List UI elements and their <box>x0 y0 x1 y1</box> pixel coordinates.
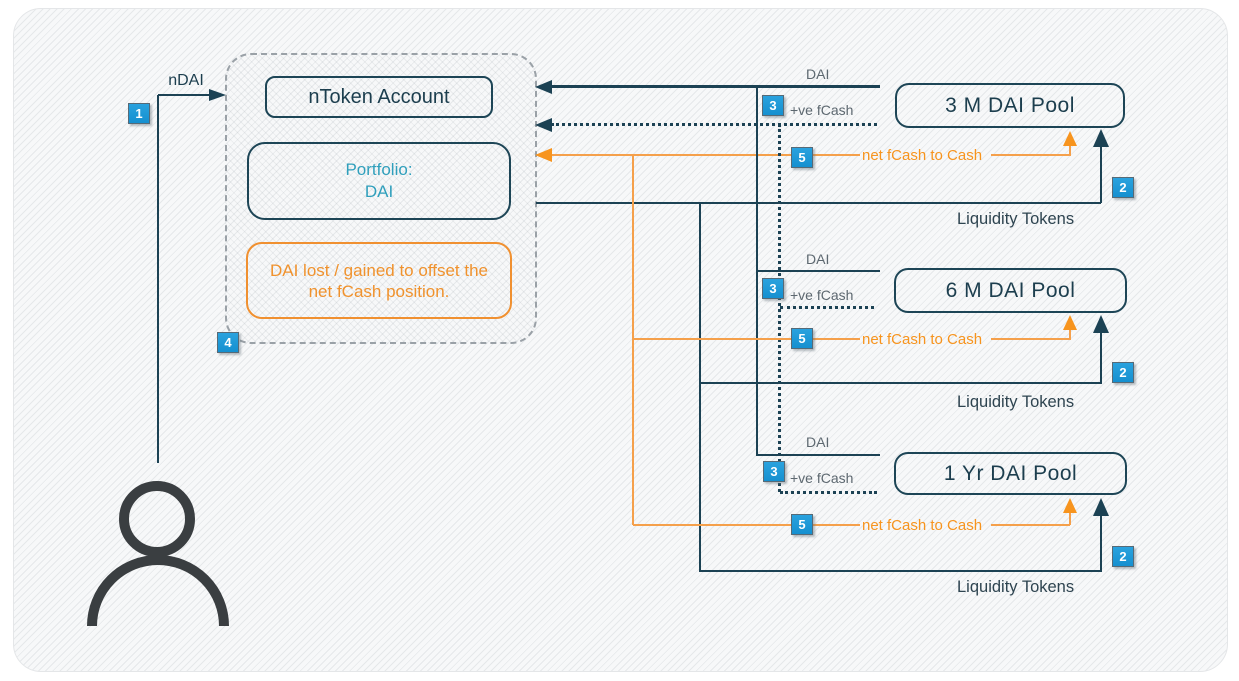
liquidity-riser-6m <box>1100 331 1102 383</box>
step-badge-2-1yr: 2 <box>1112 546 1134 567</box>
dai-flow-line-main <box>551 85 880 88</box>
portfolio-box: Portfolio: DAI <box>247 142 511 220</box>
liquidity-label-6m: Liquidity Tokens <box>957 393 1075 411</box>
pool-box-1yr: 1 Yr DAI Pool <box>894 452 1127 495</box>
pool-box-6m: 6 M DAI Pool <box>894 268 1127 313</box>
fcash-trunk <box>778 124 781 492</box>
liquidity-riser-1yr <box>1100 514 1102 571</box>
arrow-liquidity-to-pool-3m-icon <box>1093 129 1109 147</box>
step-badge-5-3m: 5 <box>791 147 813 168</box>
net-fcash-label-3m: net fCash to Cash <box>862 147 983 164</box>
fcash-label-6m: +ve fCash <box>790 287 854 303</box>
liquidity-line-1yr <box>700 570 1102 572</box>
portfolio-title: Portfolio: <box>345 160 413 179</box>
actor-flow-line-horizontal <box>158 94 210 96</box>
step-badge-2-6m: 2 <box>1112 362 1134 383</box>
net-fcash-line-1yr-right <box>991 524 1070 526</box>
portfolio-asset: DAI <box>364 182 394 201</box>
step-badge-5-6m: 5 <box>791 328 813 349</box>
net-fcash-label-1yr: net fCash to Cash <box>862 517 983 534</box>
arrow-netfcash-to-pool-3m-icon <box>1063 131 1077 146</box>
net-fcash-trunk <box>632 155 634 525</box>
net-fcash-label-6m: net fCash to Cash <box>862 331 983 348</box>
liquidity-label-3m: Liquidity Tokens <box>957 210 1075 228</box>
dai-label-6m: DAI <box>806 251 830 267</box>
net-fcash-riser-6m <box>1069 330 1071 339</box>
arrow-fcash-into-account-icon <box>535 118 552 132</box>
step-badge-3-3m: 3 <box>762 95 784 116</box>
net-fcash-line-6m-left <box>633 338 860 340</box>
arrow-netfcash-to-pool-6m-icon <box>1063 315 1077 330</box>
fcash-label-3m: +ve fCash <box>790 102 854 118</box>
diagram-background <box>13 8 1228 672</box>
step-badge-4: 4 <box>217 332 239 353</box>
arrow-liquidity-to-pool-1yr-icon <box>1093 498 1109 516</box>
net-fcash-line-1yr-left <box>633 524 860 526</box>
arrow-into-account-icon <box>209 89 226 101</box>
liquidity-label-1yr: Liquidity Tokens <box>957 578 1075 596</box>
user-icon <box>87 481 229 627</box>
ndai-label: nDAI <box>168 72 204 89</box>
net-fcash-riser-1yr <box>1069 513 1071 525</box>
dai-line-6m <box>757 270 880 272</box>
fcash-label-1yr: +ve fCash <box>790 470 854 486</box>
arrow-dai-into-account-icon <box>535 80 552 94</box>
arrow-netfcash-to-pool-1yr-icon <box>1063 498 1077 513</box>
net-fcash-line-3m-left <box>551 154 860 156</box>
step-badge-3-1yr: 3 <box>763 461 785 482</box>
fcash-line-6m <box>780 306 874 309</box>
dai-label-1yr: DAI <box>806 434 830 450</box>
arrow-netfcash-into-account-icon <box>535 148 552 162</box>
liquidity-line-6m <box>700 382 1102 384</box>
net-fcash-riser-3m <box>1069 146 1071 156</box>
step-badge-5-1yr: 5 <box>791 514 813 535</box>
actor-flow-line-vertical <box>157 95 159 463</box>
dai-label-3m: DAI <box>806 66 830 82</box>
liquidity-riser-3m <box>1100 145 1102 203</box>
arrow-liquidity-to-pool-6m-icon <box>1093 315 1109 333</box>
dai-line-1yr <box>757 454 880 456</box>
liquidity-trunk <box>699 203 701 572</box>
step-badge-3-6m: 3 <box>762 278 784 299</box>
fcash-flow-line-main <box>551 123 877 126</box>
liquidity-line-main <box>536 202 1101 204</box>
pool-box-3m: 3 M DAI Pool <box>895 83 1125 128</box>
ntoken-account-box: nToken Account <box>265 76 493 118</box>
offset-note-box: DAI lost / gained to offset the net fCas… <box>246 242 512 319</box>
fcash-line-1yr <box>780 491 877 494</box>
net-fcash-line-3m-right <box>991 154 1070 156</box>
step-badge-2-3m: 2 <box>1112 177 1134 198</box>
ntoken-container <box>225 53 537 344</box>
net-fcash-line-6m-right <box>991 338 1071 340</box>
step-badge-1: 1 <box>128 103 150 124</box>
